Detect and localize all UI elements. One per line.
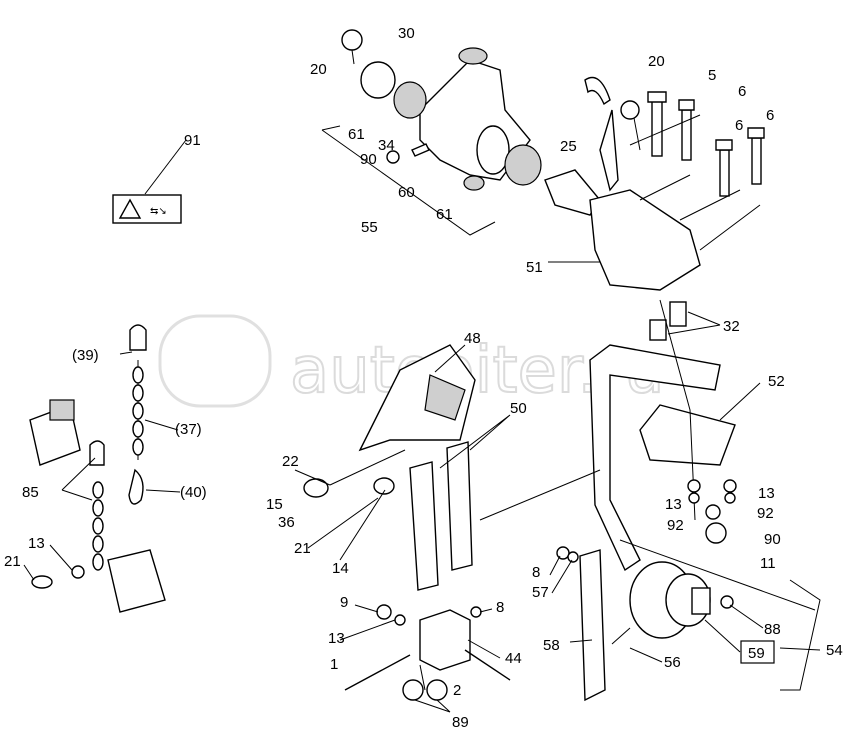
label-37: (37) bbox=[175, 421, 202, 438]
washers-right bbox=[687, 479, 737, 544]
label-6b: 6 bbox=[735, 117, 743, 134]
label-85: 85 bbox=[22, 484, 39, 501]
label-52: 52 bbox=[768, 373, 785, 390]
label-54: 54 bbox=[826, 642, 843, 659]
label-58: 58 bbox=[543, 637, 560, 654]
label-20b: 20 bbox=[648, 53, 665, 70]
label-20: 20 bbox=[310, 61, 327, 78]
label-60: 60 bbox=[398, 184, 415, 201]
svg-text:⇆↘: ⇆↘ bbox=[150, 206, 167, 217]
label-55: 55 bbox=[361, 219, 378, 236]
label-11: 11 bbox=[760, 555, 776, 572]
label-48: 48 bbox=[464, 330, 481, 347]
label-88: 88 bbox=[764, 621, 781, 638]
label-25: 25 bbox=[560, 138, 577, 155]
hub-assembly bbox=[556, 539, 821, 702]
label-8-b: 8 bbox=[496, 599, 504, 616]
label-61: 61 bbox=[348, 126, 365, 143]
label-92-r1: 92 bbox=[667, 517, 684, 534]
label-6: 6 bbox=[738, 83, 746, 100]
label-15: 15 bbox=[266, 496, 283, 513]
chain-and-holder bbox=[29, 324, 166, 613]
label-32: 32 bbox=[723, 318, 740, 335]
label-92-r2: 92 bbox=[757, 505, 774, 522]
label-22: 22 bbox=[282, 453, 299, 470]
label-39: (39) bbox=[72, 347, 99, 364]
label-21-left: 21 bbox=[4, 553, 21, 570]
label-13-left: 13 bbox=[28, 535, 45, 552]
label-8-r: 8 bbox=[532, 564, 540, 581]
jack-stand-parts bbox=[303, 344, 601, 701]
label-91: 91 bbox=[184, 132, 201, 149]
label-57: 57 bbox=[532, 584, 549, 601]
warning-decal-icon: ⇆↘ bbox=[112, 194, 182, 224]
tow-eye-assembly bbox=[544, 76, 765, 341]
label-56: 56 bbox=[664, 654, 681, 671]
label-30: 30 bbox=[398, 25, 415, 42]
label-13-r2: 13 bbox=[758, 485, 775, 502]
label-13-b: 13 bbox=[328, 630, 345, 647]
callout-labels: 20 30 61 34 90 60 55 61 20 5 6 6 6 25 51… bbox=[4, 25, 843, 731]
label-44: 44 bbox=[505, 650, 522, 667]
label-14: 14 bbox=[332, 560, 349, 577]
leader-91 bbox=[144, 139, 187, 195]
label-5: 5 bbox=[708, 67, 716, 84]
label-21: 21 bbox=[294, 540, 311, 557]
label-59: 59 bbox=[748, 645, 765, 662]
label-89: 89 bbox=[452, 714, 469, 731]
label-59-box bbox=[740, 640, 775, 664]
label-50: 50 bbox=[510, 400, 527, 417]
label-40: (40) bbox=[180, 484, 207, 501]
label-90: 90 bbox=[360, 151, 377, 168]
label-2: 2 bbox=[453, 682, 461, 699]
label-13-r1: 13 bbox=[665, 496, 682, 513]
label-9: 9 bbox=[340, 594, 348, 611]
label-51: 51 bbox=[526, 259, 543, 276]
coupling-body bbox=[321, 29, 542, 236]
label-6c: 6 bbox=[766, 107, 774, 124]
label-36: 36 bbox=[278, 514, 295, 531]
label-34: 34 bbox=[378, 137, 395, 154]
label-61b: 61 bbox=[436, 206, 453, 223]
label-1: 1 bbox=[330, 656, 338, 673]
leader-lines bbox=[23, 261, 821, 713]
label-90-r: 90 bbox=[764, 531, 781, 548]
